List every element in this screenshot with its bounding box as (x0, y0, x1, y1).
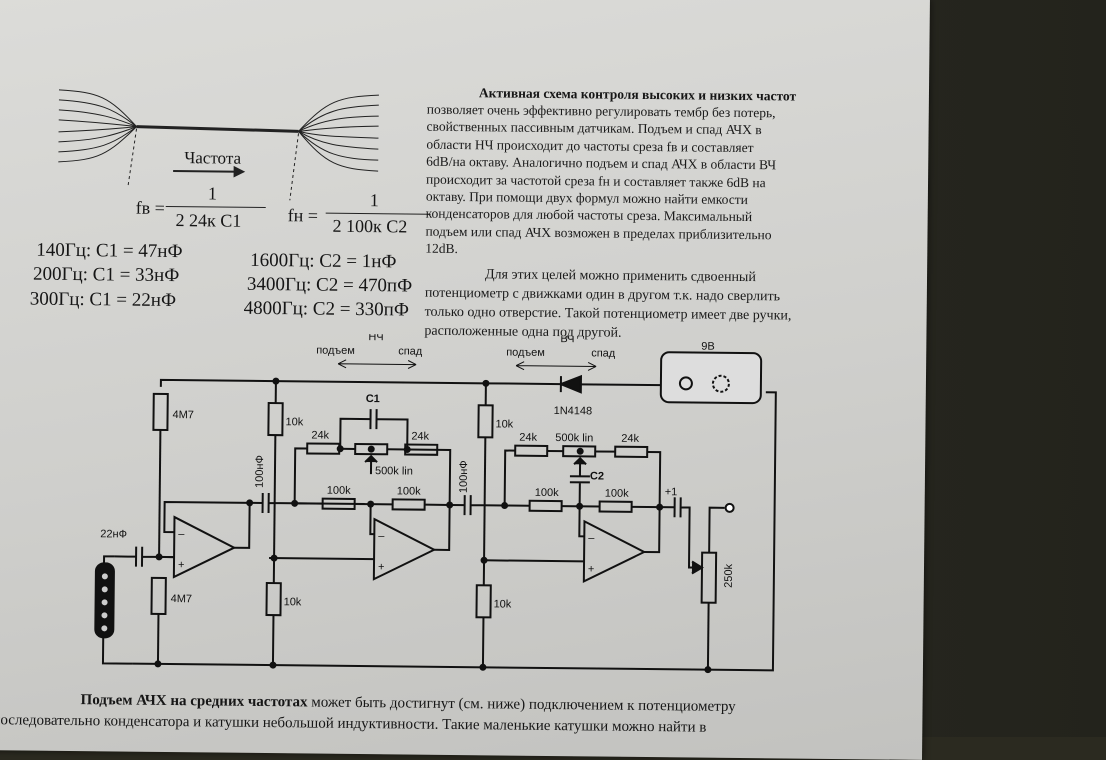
cap-value-140hz: 140Гц: C1 = 47нФ (36, 239, 183, 263)
opamp1-minus: – (178, 528, 185, 540)
bottom-line-1-rest: может быть достигнут (см. ниже) подключе… (307, 694, 736, 715)
label-22nf: 22нФ (100, 528, 127, 540)
opamp1-plus: + (178, 559, 185, 571)
label-vch-fall: спад (591, 347, 616, 359)
label-diode: 1N4148 (554, 405, 593, 417)
bottom-bold-heading: Подъем АЧХ на средних частотах (80, 692, 308, 711)
label-nch-rise: подъем (316, 345, 355, 357)
label-10k-c: 10k (495, 418, 513, 430)
formula-fn-numerator: 1 (369, 190, 379, 211)
formula-fb-numerator: 1 (207, 183, 217, 204)
label-24k-b: 24k (411, 431, 429, 443)
label-4m7-bottom: 4M7 (171, 593, 193, 605)
opamp2-minus: – (378, 530, 385, 542)
label-4m7-top: 4M7 (172, 409, 194, 421)
bottom-line-1: Подъем АЧХ на средних частотах может быт… (80, 692, 735, 716)
bottom-line-2: последовательно конденсатора и катушки н… (0, 712, 707, 736)
label-10k-a: 10k (285, 416, 303, 428)
formula-fb-lhs: fв = (135, 197, 165, 218)
label-10k-d: 10k (494, 598, 512, 610)
label-500k-b: 500k lin (555, 432, 593, 444)
book-page: Частота fв = 1 2 24к C1 fн = 1 2 100к C2… (0, 0, 930, 760)
formula-fn-fraction-bar (325, 212, 431, 215)
formula-fb-denominator: 2 24к C1 (175, 210, 242, 231)
tone-control-schematic: НЧ подъем спад ВЧ подъем спад 9В 1N4148 … (94, 331, 777, 674)
label-nch: НЧ (368, 331, 383, 343)
frequency-label: Частота (184, 148, 242, 168)
opamp3-minus: – (588, 532, 595, 544)
opamp3-plus: + (588, 563, 595, 575)
cap-value-200hz: 200Гц: C1 = 33нФ (32, 263, 180, 287)
label-100nf-2: 100нФ (458, 460, 470, 493)
frequency-response-graph (58, 89, 379, 201)
label-plus1: +1 (665, 486, 678, 498)
intro-line-9: 12dB. (425, 240, 459, 257)
label-250k: 250k (723, 563, 735, 587)
label-100k-c: 100k (535, 487, 559, 499)
formula-fb-fraction-bar (165, 205, 266, 209)
cap-value-3400hz: 3400Гц: C2 = 470пФ (246, 273, 413, 297)
label-100k-a: 100k (327, 485, 351, 497)
label-nch-fall: спад (398, 345, 423, 357)
opamp2-plus: + (378, 561, 385, 573)
label-24k-a: 24k (311, 429, 329, 441)
cap-value-4800hz: 4800Гц: C2 = 330пФ (243, 297, 410, 321)
formula-fn-denominator: 2 100к C2 (332, 215, 408, 237)
label-vch: ВЧ (560, 333, 574, 345)
label-10k-b: 10k (284, 596, 302, 608)
label-24k-c: 24k (519, 432, 537, 444)
label-500k-a: 500k lin (375, 465, 413, 477)
label-c1: C1 (366, 393, 380, 405)
label-100k-b: 100k (397, 485, 421, 497)
label-24k-d: 24k (621, 433, 639, 445)
cap-value-1600hz: 1600Гц: C2 = 1нФ (250, 249, 397, 273)
label-vch-rise: подъем (506, 347, 545, 359)
formula-fn-lhs: fн = (287, 205, 319, 226)
second-paragraph: Для этих целей можно применить сдвоенный… (424, 265, 865, 346)
intro-paragraph: позволяет очень эффективно регулировать … (425, 101, 857, 262)
label-100k-d: 100k (605, 488, 629, 500)
label-c2: C2 (590, 470, 604, 482)
label-100nf-1: 100нФ (254, 455, 266, 488)
cap-value-300hz: 300Гц: C1 = 22нФ (29, 288, 177, 312)
label-battery: 9В (701, 341, 715, 353)
